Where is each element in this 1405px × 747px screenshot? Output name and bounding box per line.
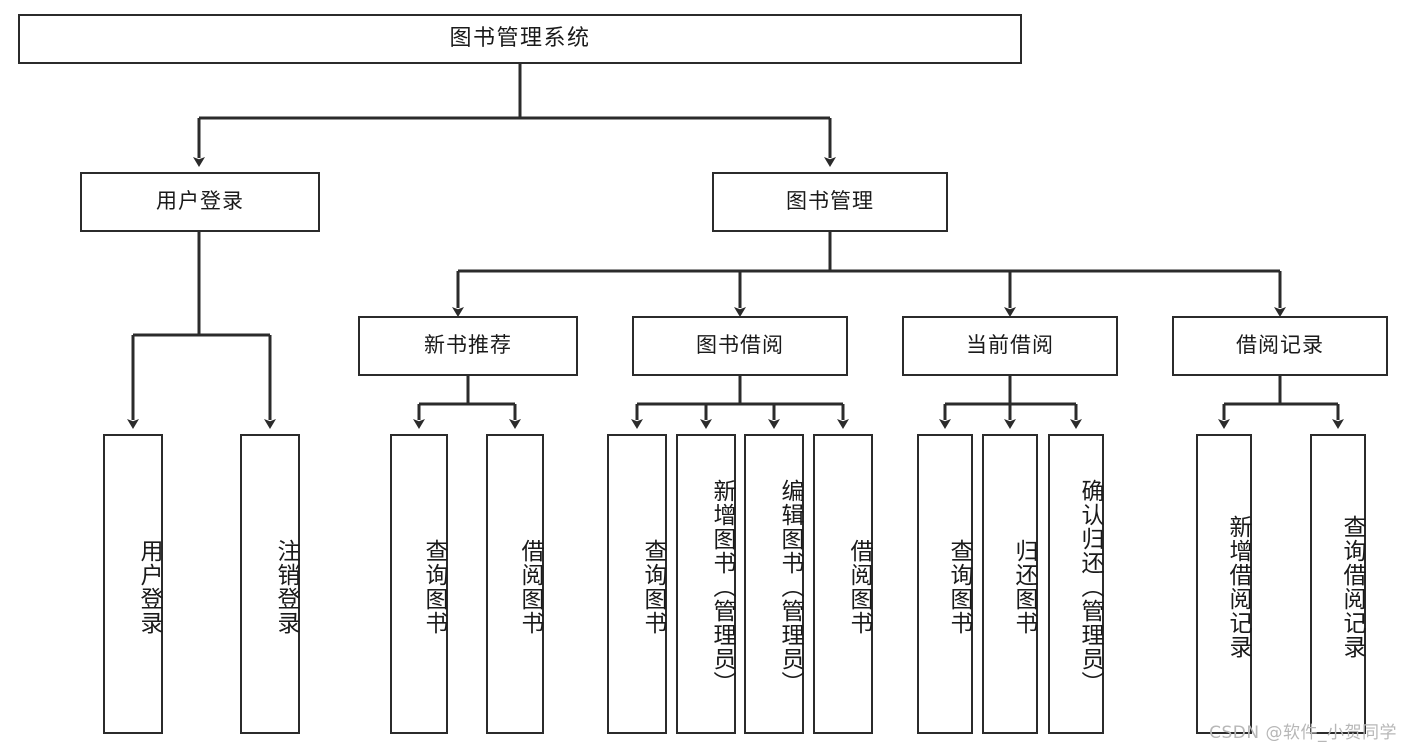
leaf-add-borrow-record[interactable]: 新增借阅记录 [1196,434,1252,734]
node-current-borrow-label: 当前借阅 [966,333,1054,358]
node-root-system[interactable]: 图书管理系统 [18,14,1022,64]
leaf-edit-book-label: 编辑图书（管理员） [777,479,803,695]
leaf-edit-book[interactable]: 编辑图书（管理员） [744,434,804,734]
leaf-logout-login-label: 注销登录 [273,539,299,635]
leaf-logout-login[interactable]: 注销登录 [240,434,300,734]
node-book-borrow[interactable]: 图书借阅 [632,316,848,376]
node-user-login[interactable]: 用户登录 [80,172,320,232]
node-user-login-label: 用户登录 [156,189,244,214]
node-new-book-recommend[interactable]: 新书推荐 [358,316,578,376]
node-new-book-recommend-label: 新书推荐 [424,333,512,358]
node-borrow-record[interactable]: 借阅记录 [1172,316,1388,376]
leaf-add-book-label: 新增图书（管理员） [709,479,735,695]
leaf-user-login[interactable]: 用户登录 [103,434,163,734]
node-book-manage[interactable]: 图书管理 [712,172,948,232]
leaf-query-book-current[interactable]: 查询图书 [917,434,973,734]
leaf-query-book-recommend[interactable]: 查询图书 [390,434,448,734]
leaf-query-book-borrow[interactable]: 查询图书 [607,434,667,734]
leaf-query-book-borrow-label: 查询图书 [640,539,666,635]
node-root-label: 图书管理系统 [449,25,591,51]
leaf-return-book[interactable]: 归还图书 [982,434,1038,734]
leaf-borrow-book-recommend[interactable]: 借阅图书 [486,434,544,734]
leaf-confirm-return-label: 确认归还（管理员） [1077,479,1103,695]
leaf-add-borrow-record-label: 新增借阅记录 [1225,515,1251,659]
leaf-return-book-label: 归还图书 [1011,539,1037,635]
node-book-manage-label: 图书管理 [786,189,874,214]
leaf-query-book-recommend-label: 查询图书 [421,539,447,635]
leaf-query-borrow-record-label: 查询借阅记录 [1339,515,1365,659]
node-current-borrow[interactable]: 当前借阅 [902,316,1118,376]
leaf-query-book-current-label: 查询图书 [946,539,972,635]
leaf-borrow-book-label: 借阅图书 [846,539,872,635]
leaf-query-borrow-record[interactable]: 查询借阅记录 [1310,434,1366,734]
node-book-borrow-label: 图书借阅 [696,333,784,358]
node-borrow-record-label: 借阅记录 [1236,333,1324,358]
leaf-borrow-book[interactable]: 借阅图书 [813,434,873,734]
leaf-borrow-book-recommend-label: 借阅图书 [517,539,543,635]
csdn-watermark: CSDN @软件_小贺同学 [1209,723,1397,743]
leaf-add-book[interactable]: 新增图书（管理员） [676,434,736,734]
leaf-user-login-label: 用户登录 [136,539,162,635]
leaf-confirm-return[interactable]: 确认归还（管理员） [1048,434,1104,734]
